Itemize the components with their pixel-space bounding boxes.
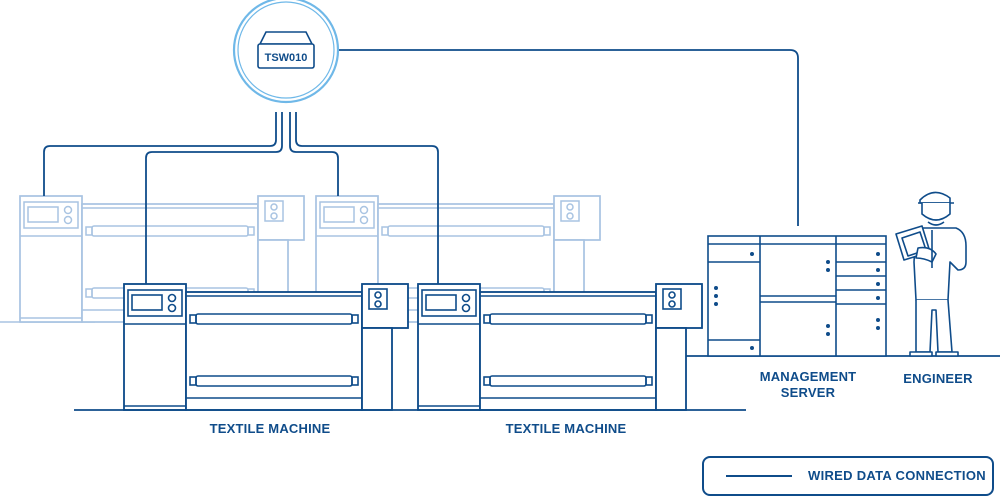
- management-server: [707, 235, 887, 357]
- background-machines: [0, 195, 601, 323]
- textile-machine-1: [123, 283, 409, 411]
- label-textile-machine-1: TEXTILE MACHINE: [209, 421, 331, 436]
- switch-node: TSW010: [232, 0, 340, 104]
- legend: WIRED DATA CONNECTION: [702, 456, 994, 496]
- switch-label: TSW010: [265, 52, 308, 64]
- label-textile-machine-2: TEXTILE MACHINE: [505, 421, 627, 436]
- legend-wired-label: WIRED DATA CONNECTION: [808, 468, 986, 483]
- label-engineer: ENGINEER: [903, 371, 973, 386]
- switch-icon: [257, 31, 315, 69]
- wired-connections: [43, 49, 799, 284]
- legend-wired-line: [726, 475, 792, 477]
- textile-machine-2: [417, 283, 703, 411]
- engineer-figure: [895, 191, 967, 357]
- label-management-server: MANAGEMENT SERVER: [759, 369, 857, 400]
